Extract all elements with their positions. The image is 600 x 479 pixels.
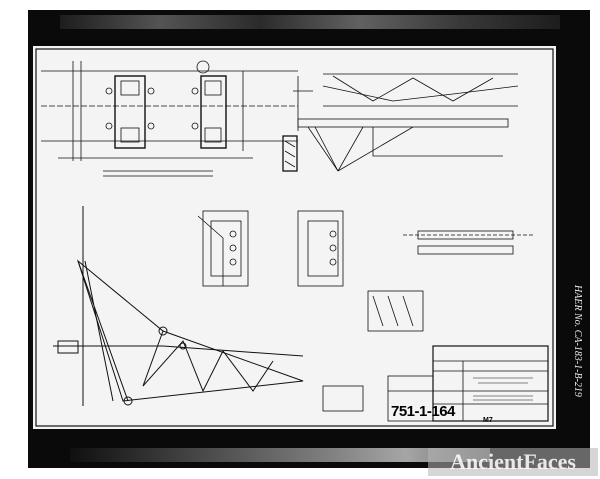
tower-truss-elevation <box>53 206 304 406</box>
scan-artifact-bottom <box>70 448 490 462</box>
engineering-drawing <box>35 48 554 427</box>
scan-artifact-top <box>60 15 560 29</box>
sheet-border <box>35 48 554 427</box>
archive-reference: HAER No. CA-183-1-B-219 <box>572 285 583 397</box>
section-b-c <box>197 210 344 287</box>
section-plan-view <box>41 60 298 177</box>
title-block <box>322 345 549 422</box>
sheet-mark: M7 <box>483 417 493 424</box>
watermark: AncientFaces <box>428 448 598 476</box>
wind-strut-elevation <box>297 73 519 172</box>
sheet-number: 751-1-164 <box>391 403 455 420</box>
drawing-sheet <box>33 46 556 429</box>
strut-detail-right <box>367 230 533 332</box>
